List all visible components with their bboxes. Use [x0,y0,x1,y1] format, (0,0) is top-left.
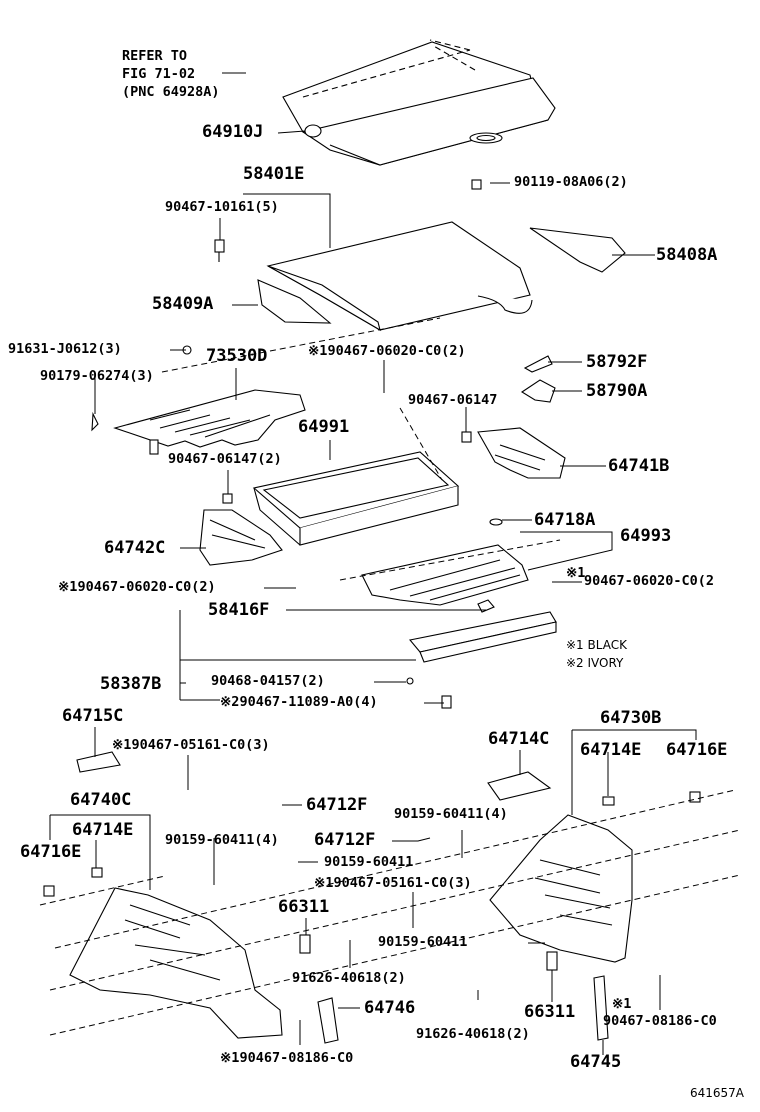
clip-64716e-left[interactable] [43,885,55,897]
clip-90468-04157[interactable] [406,677,414,685]
side-board-58408a-part[interactable] [529,227,626,273]
clip-90467-06147[interactable] [461,431,472,443]
trim-cap-64715c-part[interactable] [76,751,121,773]
label-90467-06020-right[interactable]: 90467-06020-C0(2 [584,573,715,589]
label-90467-06020-right-mark: ※1 [566,565,586,581]
label-58409a[interactable]: 58409A [152,294,214,314]
label-90467-11089[interactable]: ※290467-11089-A0(4) [220,694,378,710]
label-90467-06147-b[interactable]: 90467-06147(2) [168,451,282,467]
label-58408a[interactable]: 58408A [656,245,718,265]
label-90159-60411-b[interactable]: 90159-60411 [378,934,468,950]
refer-note-line1: REFER TO [122,48,188,64]
label-91626-40618-a[interactable]: 91626-40618(2) [292,970,406,986]
label-66311-left[interactable]: 66311 [278,897,330,917]
label-64714e-left[interactable]: 64714E [72,820,134,840]
label-90467-05161-top[interactable]: ※190467-05161-C0(3) [112,737,270,753]
side-trim-64740c-part[interactable] [69,887,283,1039]
label-64740c[interactable]: 64740C [70,790,132,810]
label-64712f-b[interactable]: 64712F [314,830,376,850]
sill-plate-58416f-part[interactable] [408,599,557,663]
label-90159-60411-4-left[interactable]: 90159-60411(4) [165,832,279,848]
label-66311-right[interactable]: 66311 [524,1002,576,1022]
hook-58790a-part[interactable] [520,379,556,403]
body-phantom-lines [39,317,741,1036]
clip-64716e-right[interactable] [689,791,701,803]
hook-58792f-part[interactable] [523,355,553,373]
cover-64745-part[interactable] [593,975,609,1041]
label-90467-08186-right-mark: ※1 [612,996,632,1012]
label-58792f[interactable]: 58792F [586,352,648,372]
label-64993[interactable]: 64993 [620,526,672,546]
label-64742c[interactable]: 64742C [104,538,166,558]
label-73530d[interactable]: 73530D [206,346,268,366]
label-90119-08a06[interactable]: 90119-08A06(2) [514,174,628,190]
tonneau-cover-part[interactable] [282,39,556,166]
label-64741b[interactable]: 64741B [608,456,670,476]
screw-90467-11089[interactable] [441,695,452,709]
leader-lines [49,72,697,1055]
label-90467-06020-top[interactable]: ※190467-06020-C0(2) [308,343,466,359]
label-90179-06274[interactable]: 90179-06274(3) [40,368,154,384]
figure-id: 641657A [690,1086,745,1100]
bracket-64741b-part[interactable] [477,427,566,479]
label-58790a[interactable]: 58790A [586,381,648,401]
deck-board-part[interactable] [266,221,533,332]
label-90467-06020-left[interactable]: ※190467-06020-C0(2) [58,579,216,595]
clip-64714e-right[interactable] [602,796,615,806]
label-58387b[interactable]: 58387B [100,674,162,694]
latch-66311-right[interactable] [546,951,558,971]
label-90468-04157[interactable]: 90468-04157(2) [211,673,325,689]
label-64714e-right[interactable]: 64714E [580,740,642,760]
clip-90119-08a06[interactable] [471,179,482,190]
label-90467-08186-left[interactable]: ※190467-08186-C0 [220,1050,354,1066]
label-64746[interactable]: 64746 [364,998,416,1018]
label-90467-05161-mid[interactable]: ※190467-05161-C0(3) [314,875,472,891]
label-58416f[interactable]: 58416F [208,600,270,620]
label-58401e[interactable]: 58401E [243,164,305,184]
floor-panel-64993-part[interactable] [361,518,529,606]
label-64712f-a[interactable]: 64712F [306,795,368,815]
clip-64714e-left[interactable] [91,867,103,878]
label-90467-08186-right[interactable]: 90467-08186-C0 [603,1013,717,1029]
label-64730b[interactable]: 64730B [600,708,662,728]
latch-66311-left[interactable] [299,934,311,954]
side-trim-64730b-part[interactable] [489,814,633,963]
color-note-ivory: ※2 IVORY [566,656,624,670]
label-64716e-left[interactable]: 64716E [20,842,82,862]
refer-note-line2: FIG 71-02 [122,66,196,82]
label-90159-60411-a[interactable]: 90159-60411 [324,854,414,870]
label-64715c[interactable]: 64715C [62,706,124,726]
storage-box-64991-part[interactable] [252,451,460,546]
label-91626-40618-b[interactable]: 91626-40618(2) [416,1026,530,1042]
refer-note-line3: (PNC 64928A) [122,84,220,100]
label-64718a[interactable]: 64718A [534,510,596,530]
side-board-58409a-part[interactable] [257,279,332,324]
color-note-black: ※1 BLACK [566,638,627,652]
trim-cap-64714c-part[interactable] [487,771,552,801]
label-90159-60411-4-right[interactable]: 90159-60411(4) [394,806,508,822]
bracket-64742c-part[interactable] [199,493,283,566]
label-64745[interactable]: 64745 [570,1052,622,1072]
label-64714c[interactable]: 64714C [488,729,550,749]
label-91631-j0612[interactable]: 91631-J0612(3) [8,341,122,357]
label-90467-06147-a[interactable]: 90467-06147 [408,392,498,408]
label-64991[interactable]: 64991 [298,417,350,437]
tray-73530d-part[interactable] [91,345,306,455]
label-64716e-right[interactable]: 64716E [666,740,728,760]
clip-90467-10161[interactable] [214,239,225,262]
label-90467-10161[interactable]: 90467-10161(5) [165,199,279,215]
label-64910j[interactable]: 64910J [202,122,264,142]
cover-64746-part[interactable] [317,997,339,1044]
